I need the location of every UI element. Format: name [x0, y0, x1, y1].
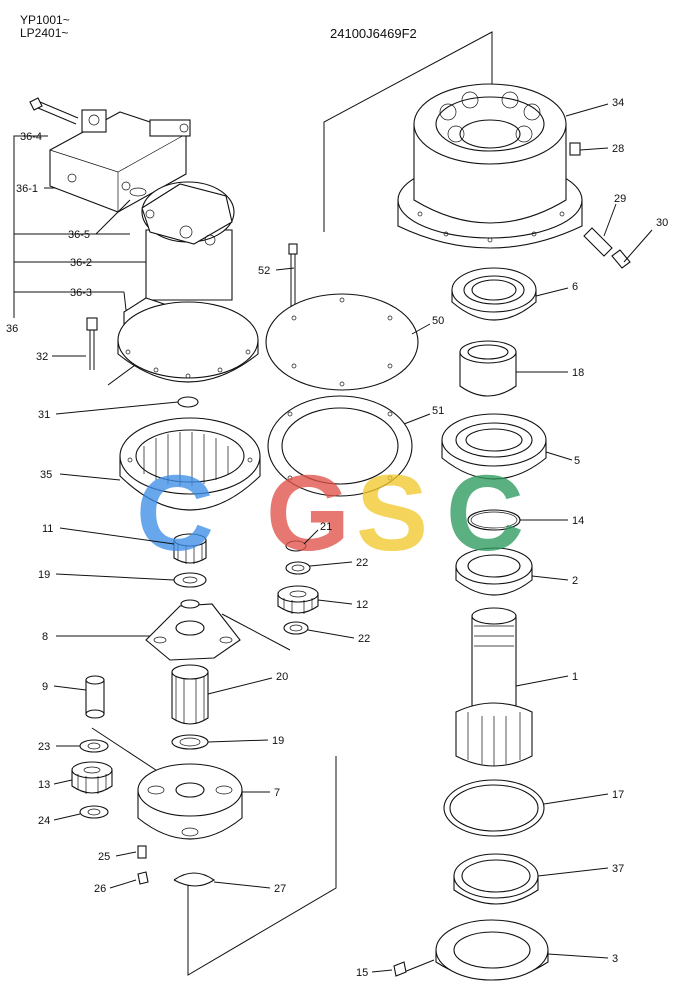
- label-19-top: 19: [38, 569, 50, 581]
- part-20-sun-gear: [171, 664, 209, 725]
- label-7: 7: [274, 787, 280, 799]
- label-36-3: 36-3: [70, 287, 92, 299]
- part-2-oil-seal: [455, 547, 533, 596]
- part-37-collar: [453, 853, 539, 905]
- label-19-bottom: 19: [272, 735, 284, 747]
- label-11: 11: [42, 523, 53, 535]
- label-15: 15: [356, 967, 368, 979]
- label-30: 30: [656, 217, 668, 229]
- label-32: 32: [36, 351, 48, 363]
- part-27-snap-ring: [173, 872, 215, 887]
- label-9: 9: [42, 681, 48, 693]
- label-26: 26: [94, 883, 106, 895]
- watermark: C G S C: [136, 452, 524, 573]
- label-52: 52: [258, 265, 270, 277]
- callout-labels: 34 28 29 30 6 52 50 18 51 5 14 2 1 17 37…: [6, 97, 668, 979]
- label-22-top: 22: [356, 557, 368, 569]
- serial-range-2: LP2401~: [20, 26, 69, 40]
- part-13-planet-gear: [71, 761, 113, 794]
- part-22-thrust-washer-bottom: [283, 621, 309, 635]
- label-36-1: 36-1: [16, 183, 38, 195]
- part-21-snap-ring: [285, 540, 307, 552]
- part-19-thrust-washer-bottom: [171, 734, 209, 750]
- label-31: 31: [38, 409, 50, 421]
- watermark-letter: G: [266, 452, 350, 573]
- watermark-letter: S: [356, 452, 428, 573]
- part-6-bearing: [451, 267, 537, 321]
- part-24-thrust-washer: [79, 805, 109, 819]
- part-30-bolt: [611, 249, 631, 269]
- part-1-pinion-shaft: [455, 607, 533, 767]
- part-35-ring-gear: [119, 417, 261, 511]
- part-8-carrier: [145, 599, 241, 661]
- label-6: 6: [572, 281, 578, 293]
- label-13: 13: [38, 779, 50, 791]
- part-7-carrier: [137, 763, 243, 840]
- label-24: 24: [38, 815, 50, 827]
- part-15-bolt: [393, 961, 407, 977]
- part-23-thrust-washer: [79, 739, 109, 753]
- part-52-bolt: [288, 243, 298, 306]
- part-50-cover-plate: [265, 293, 419, 391]
- label-35: 35: [40, 469, 52, 481]
- label-1: 1: [572, 671, 578, 683]
- label-27: 27: [274, 883, 286, 895]
- part-22-thrust-washer-top: [285, 561, 311, 575]
- label-50: 50: [432, 315, 444, 327]
- part-11-sun-gear: [173, 533, 207, 564]
- label-25: 25: [98, 851, 110, 863]
- label-37: 37: [612, 863, 624, 875]
- part-17-ring: [443, 779, 545, 837]
- part-34-housing: [397, 83, 583, 249]
- label-34: 34: [612, 97, 624, 109]
- part-9-pin: [85, 675, 105, 719]
- part-5-bearing: [441, 413, 547, 480]
- label-8: 8: [42, 631, 48, 643]
- label-36-4: 36-4: [20, 131, 42, 143]
- label-51: 51: [432, 405, 444, 417]
- part-32-bolt: [86, 317, 98, 370]
- label-14: 14: [572, 515, 584, 527]
- serial-range-1: YP1001~: [20, 13, 70, 27]
- part-36-4-bolt: [29, 97, 79, 125]
- label-18: 18: [572, 367, 584, 379]
- part-14-o-ring: [467, 509, 521, 531]
- part-19-thrust-washer-top: [173, 572, 207, 588]
- part-26-bolt: [137, 871, 149, 885]
- part-36-1-valve-block: [49, 109, 191, 213]
- part-31-snap-ring: [177, 396, 199, 408]
- watermark-letter: C: [136, 452, 214, 573]
- part-36-2-motor: [141, 181, 235, 301]
- label-36: 36: [6, 323, 18, 335]
- label-36-2: 36-2: [70, 257, 92, 269]
- label-17: 17: [612, 789, 624, 801]
- label-21: 21: [320, 521, 332, 533]
- part-28-plug: [569, 142, 581, 156]
- label-22-bottom: 22: [358, 633, 370, 645]
- part-36-5-o-ring: [129, 187, 147, 197]
- motor-flange: [117, 301, 259, 383]
- watermark-letter: C: [446, 452, 524, 573]
- label-20: 20: [276, 671, 288, 683]
- part-29-pin: [583, 227, 613, 257]
- part-12-planet-gear: [277, 585, 319, 614]
- label-3: 3: [612, 953, 618, 965]
- part-25-pin: [137, 845, 147, 859]
- label-5: 5: [574, 455, 580, 467]
- label-2: 2: [572, 575, 578, 587]
- part-18-sleeve: [459, 340, 517, 397]
- label-29: 29: [614, 193, 626, 205]
- callout-leaders: [13, 103, 653, 973]
- label-23: 23: [38, 741, 50, 753]
- label-12: 12: [356, 599, 368, 611]
- part-3-cover: [435, 919, 549, 981]
- drawing-number: 24100J6469F2: [330, 26, 417, 41]
- label-28: 28: [612, 143, 624, 155]
- label-36-5: 36-5: [68, 229, 90, 241]
- part-51-ring: [267, 395, 413, 497]
